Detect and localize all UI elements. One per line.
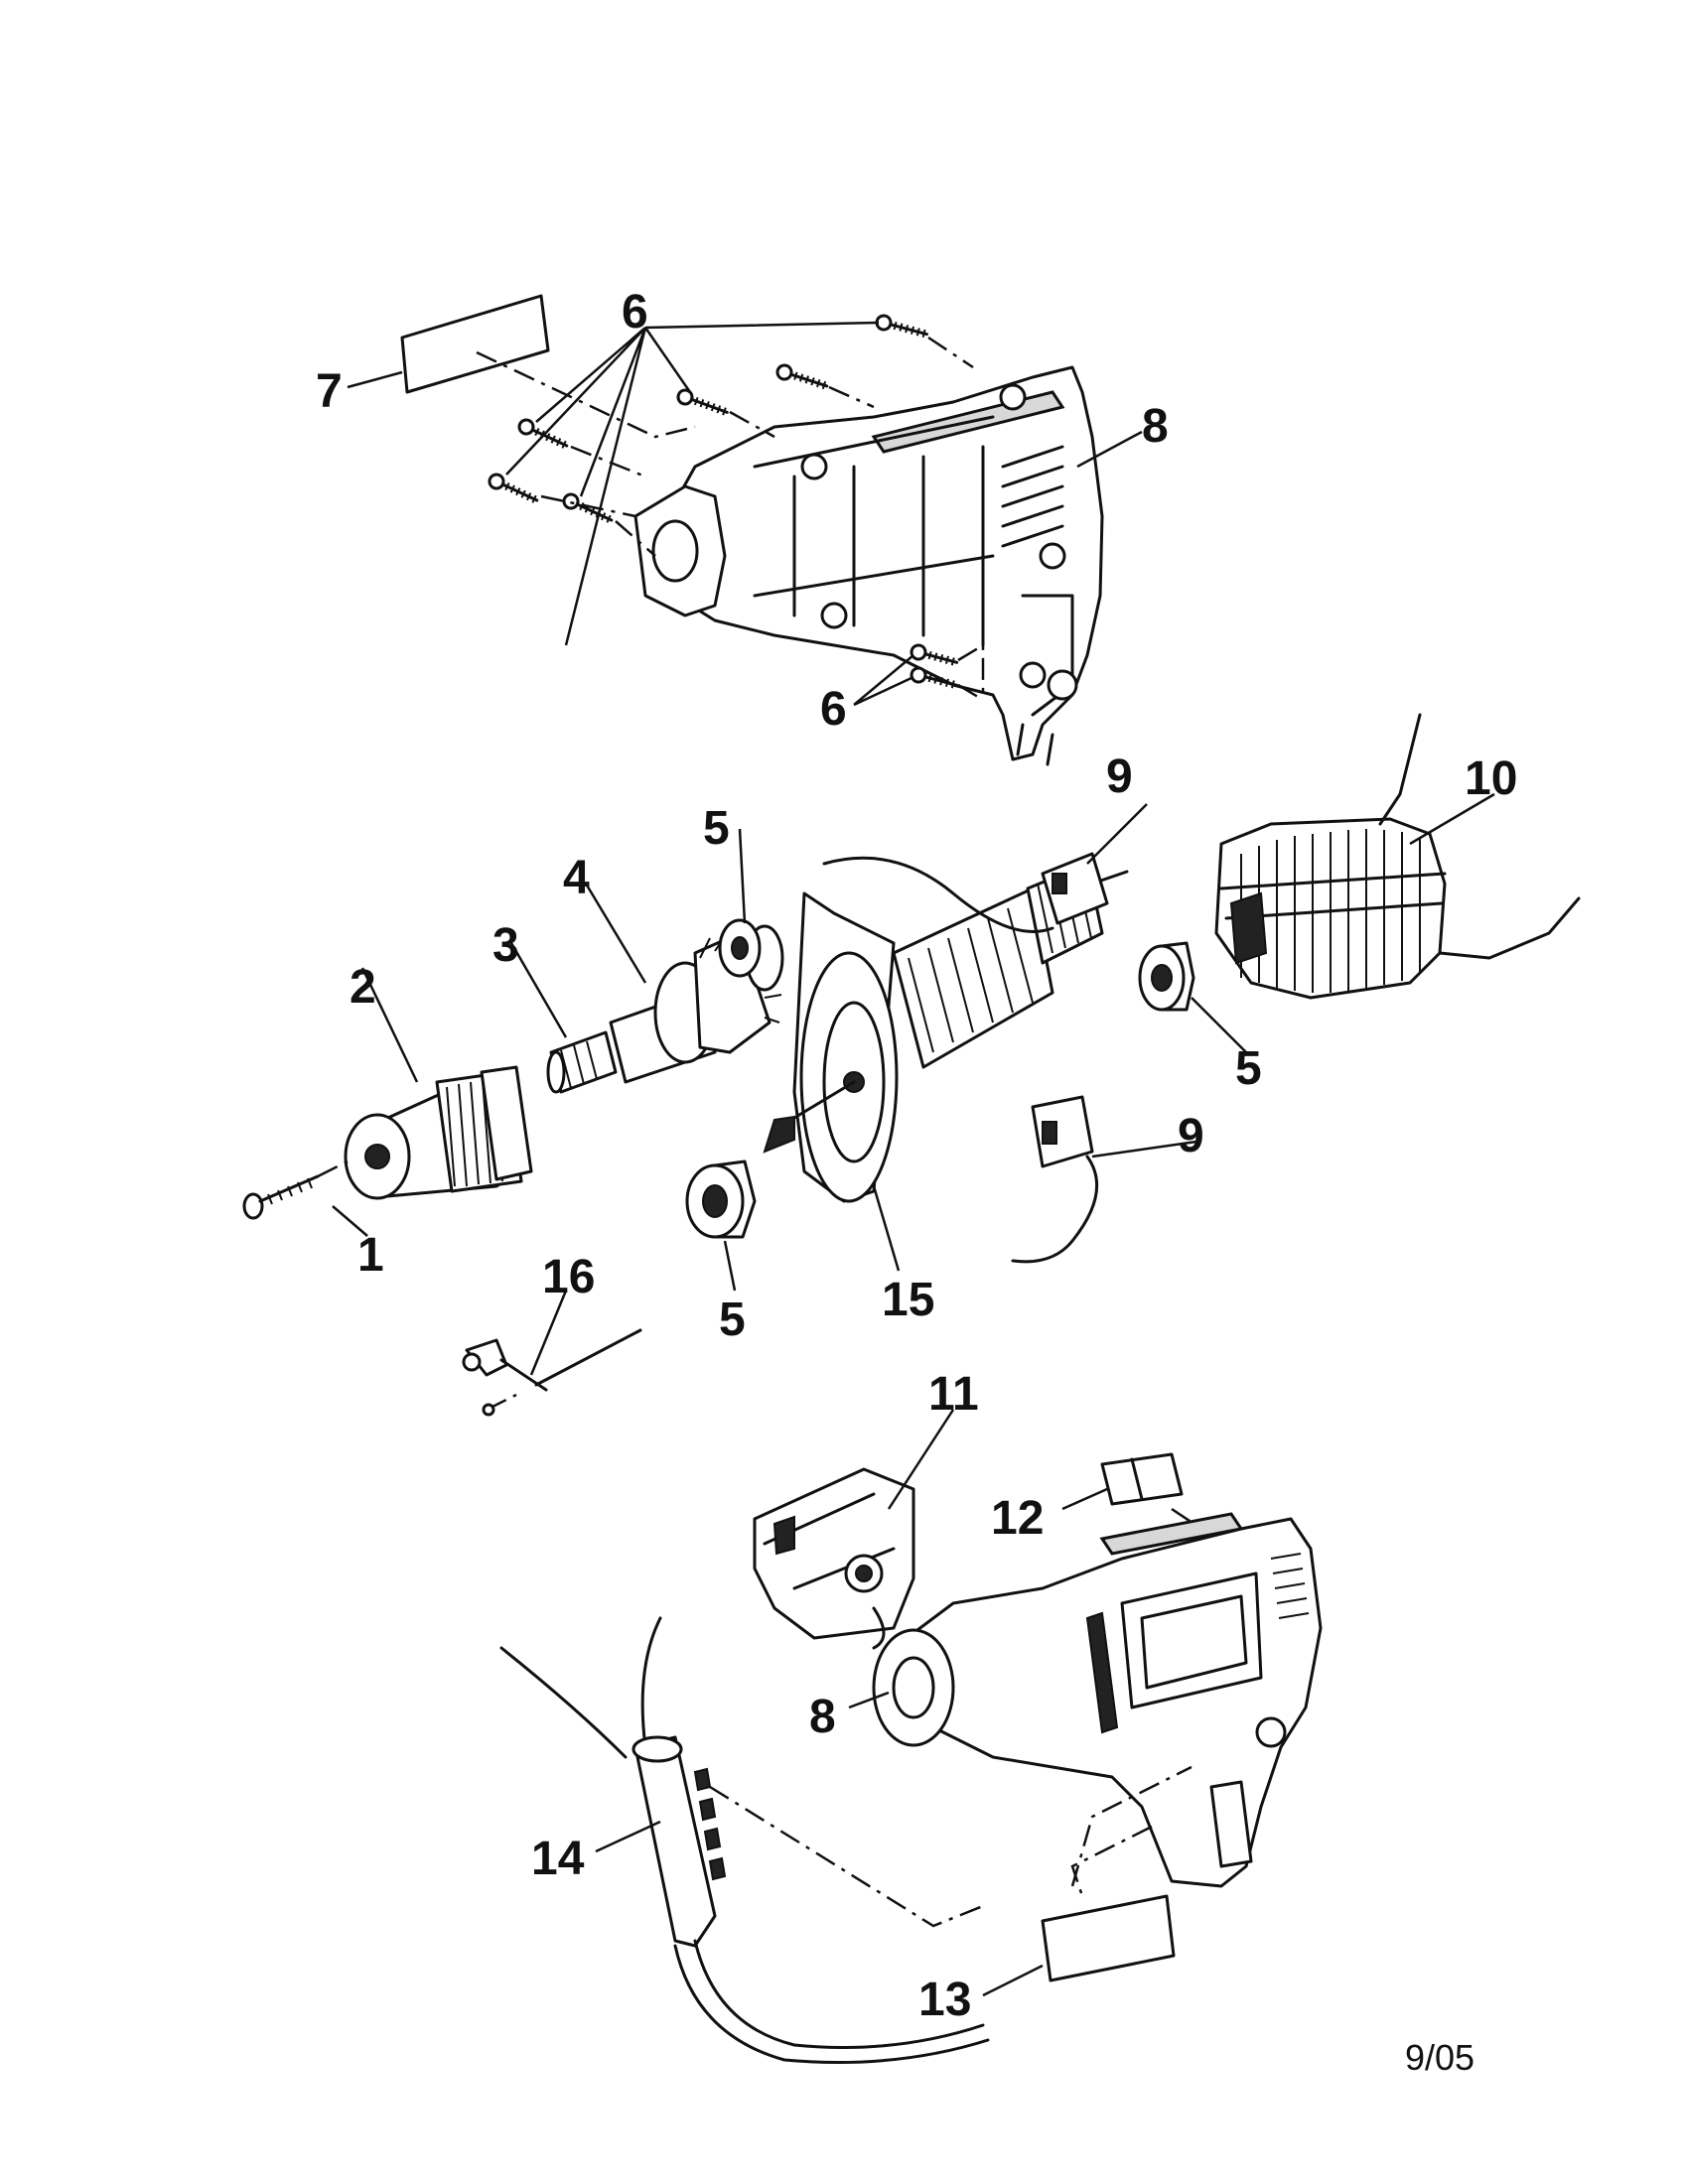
- housing-half-top: [633, 365, 1104, 766]
- label-6-top: 6: [622, 286, 648, 339]
- label-9-top: 9: [1106, 751, 1133, 803]
- label-13: 13: [918, 1974, 971, 2026]
- cord-strain-relief-14: [499, 1616, 1153, 2064]
- brush-holder-9-top: [822, 852, 1109, 933]
- part-number-labels: 6 7 8 6 9 10 5 4 3 2 5 9 1 16 5 15 11 12…: [316, 286, 1517, 2026]
- label-7: 7: [316, 365, 343, 418]
- label-16: 16: [542, 1251, 595, 1303]
- label-8-bottom: 8: [809, 1691, 836, 1743]
- switch-11: [753, 1467, 915, 1650]
- label-8-top: 8: [1142, 400, 1169, 453]
- label-14: 14: [531, 1833, 585, 1885]
- label-11: 11: [928, 1368, 979, 1421]
- label-5-b: 5: [1235, 1042, 1262, 1095]
- label-12: 12: [991, 1492, 1044, 1545]
- label-6-bottom: 6: [820, 683, 847, 736]
- label-4: 4: [563, 852, 590, 904]
- label-1: 1: [357, 1229, 384, 1282]
- label-5-a: 5: [703, 802, 730, 855]
- label-plate-13: [1041, 1765, 1193, 1982]
- chuck-2: [344, 1065, 533, 1200]
- label-5-c: 5: [719, 1294, 746, 1346]
- label-10: 10: [1465, 752, 1517, 805]
- chuck-key-16: [462, 1328, 642, 1417]
- screw-1: [242, 1160, 349, 1220]
- leader-8-top: [1076, 430, 1143, 469]
- spindle-3: [546, 1030, 618, 1094]
- gear-shaft-4: [609, 924, 784, 1084]
- bearing-5-b: [1138, 941, 1195, 1012]
- brush-holder-9-bottom: [1011, 1095, 1099, 1264]
- label-15: 15: [882, 1274, 934, 1326]
- drill-assembly-8: [872, 1512, 1323, 1888]
- label-plate-7: [400, 294, 696, 439]
- armature-15: [763, 862, 1129, 1203]
- bearing-5-c: [718, 918, 762, 978]
- screw-set-6: [488, 314, 985, 702]
- leaders: [332, 792, 1495, 1997]
- leader-6-top: [505, 321, 880, 646]
- bearing-5-a: [685, 1160, 757, 1239]
- leader-6-bottom: [853, 654, 914, 707]
- label-3: 3: [492, 919, 519, 972]
- footer-date: 9/05: [1405, 2037, 1474, 2078]
- field-stator-10: [1214, 713, 1581, 1000]
- label-2: 2: [350, 961, 376, 1014]
- leader-7: [347, 370, 403, 389]
- label-9-bottom: 9: [1178, 1110, 1204, 1162]
